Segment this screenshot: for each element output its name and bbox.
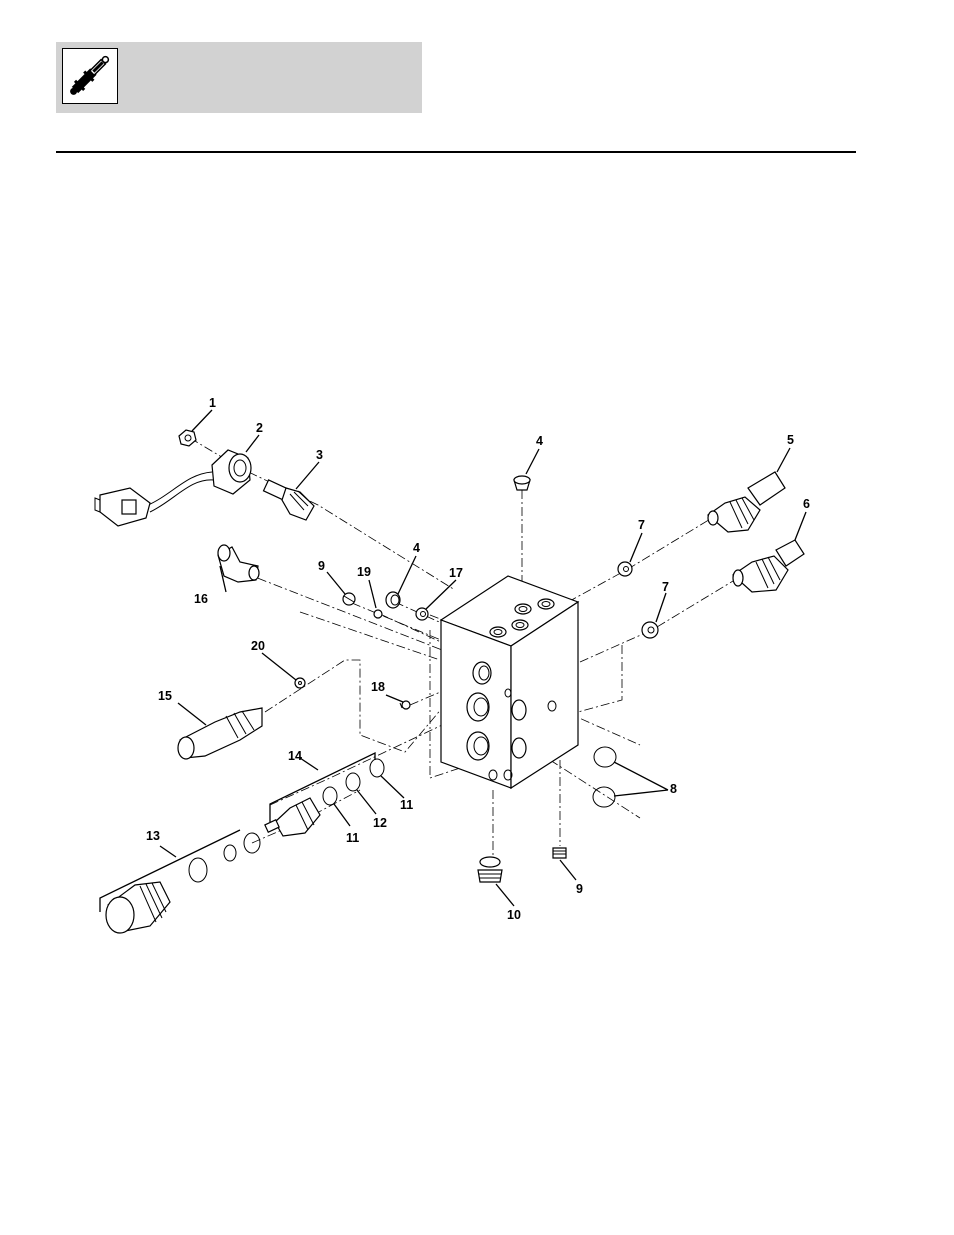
callout-20: 20 (251, 639, 265, 653)
callout-7-upper: 7 (638, 518, 645, 532)
part-10-plug (478, 857, 502, 882)
callout-19: 19 (357, 565, 371, 579)
valve-manifold-block (441, 576, 578, 788)
callout-3: 3 (316, 448, 323, 462)
callout-11-right: 11 (400, 798, 413, 812)
part-15-cartridge (178, 708, 262, 759)
part-8-o-rings (593, 747, 616, 807)
callout-10: 10 (507, 908, 521, 922)
callout-6: 6 (803, 497, 810, 511)
callout-9-left: 9 (318, 559, 325, 573)
callout-13: 13 (146, 829, 160, 843)
part-13-plug-housing (106, 882, 170, 933)
part-20-washer (295, 678, 305, 688)
part-9-plug-bottom (553, 848, 566, 858)
part-4-plug-side (386, 592, 400, 608)
callout-4-side: 4 (413, 541, 420, 555)
callout-12: 12 (373, 816, 387, 830)
callout-4-top: 4 (536, 434, 543, 448)
part-4-plug-top (514, 476, 530, 490)
part-7-plug-a (618, 562, 632, 576)
part-19-plug (374, 610, 382, 618)
callout-7-lower: 7 (662, 580, 669, 594)
callout-14: 14 (288, 749, 302, 763)
callout-5: 5 (787, 433, 794, 447)
callout-9-bottom: 9 (576, 882, 583, 896)
callout-1: 1 (209, 396, 216, 410)
callout-16: 16 (194, 592, 208, 606)
part-9-plug-left (343, 593, 355, 605)
part-1-nut (179, 430, 196, 446)
callout-8: 8 (670, 782, 677, 796)
part-6-pressure-cartridge (733, 540, 804, 592)
part-3-cartridge-valve (263, 480, 314, 520)
part-17-plug (416, 608, 428, 620)
part-2-solenoid-coil (95, 450, 251, 526)
callout-17: 17 (449, 566, 463, 580)
callout-2: 2 (256, 421, 263, 435)
part-16-elbow-fitting (218, 545, 259, 582)
part-18-screw (400, 701, 410, 709)
callout-18: 18 (371, 680, 385, 694)
part-5-relief-cartridge (708, 472, 785, 532)
callout-11-left: 11 (346, 831, 359, 845)
callout-15: 15 (158, 689, 172, 703)
part-7-plug-b (642, 622, 658, 638)
